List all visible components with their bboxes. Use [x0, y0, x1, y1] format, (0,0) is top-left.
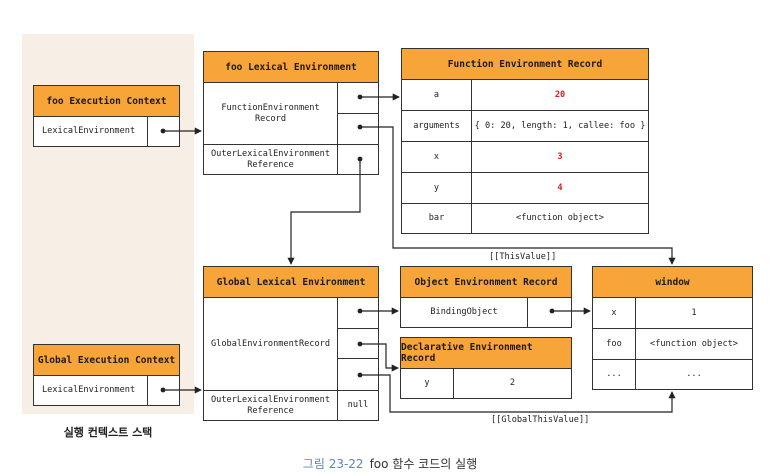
window-title: window: [593, 267, 752, 298]
record-row: y 4: [402, 173, 648, 204]
figure-number: 그림 23-22: [302, 457, 364, 471]
record-pointer-slot[interactable]: [338, 83, 378, 114]
record-key: x: [402, 142, 472, 172]
outer-lexical-environment-reference-field: OuterLexicalEnvironment Reference: [204, 391, 338, 420]
pointer-dot: [549, 308, 555, 314]
function-environment-record: Function Environment Record a 20 argumen…: [401, 48, 649, 234]
this-value-arrow: [360, 126, 676, 265]
record-row: bar <function object>: [402, 204, 648, 233]
object-record-pointer-slot[interactable]: [338, 298, 378, 329]
window-row: x 1: [593, 298, 752, 329]
window-key: ...: [593, 360, 636, 389]
global-execution-context-title: Global Execution Context: [34, 345, 179, 376]
figure-caption: 그림 23-22 foo 함수 코드의 실행: [0, 455, 780, 472]
global-environment-record-field: GlobalEnvironmentRecord: [204, 298, 338, 390]
declarative-record-pointer-slot[interactable]: [338, 329, 378, 360]
record-key: bar: [402, 204, 472, 233]
record-value: { 0: 20, length: 1, callee: foo }: [474, 120, 646, 131]
lexical-environment-field: LexicalEnvironment: [34, 117, 148, 146]
record-value: 3: [557, 151, 563, 162]
global-lexical-environment-title: Global Lexical Environment: [204, 267, 378, 298]
record-value: <function object>: [516, 213, 604, 224]
window-value: <function object>: [650, 338, 738, 349]
outer-reference-to-global-lexical-env-arrow: [287, 159, 361, 265]
window-row: ... ...: [593, 360, 752, 389]
record-value: 2: [509, 378, 516, 389]
foo-lexical-environment-title: foo Lexical Environment: [204, 52, 378, 83]
record-key: y: [402, 173, 472, 203]
lexical-environment-field: LexicalEnvironment: [34, 376, 148, 405]
record-key: y: [401, 369, 454, 398]
declarative-environment-record: Declarative Environment Record y 2: [400, 337, 572, 399]
foo-lexical-environment: foo Lexical Environment FunctionEnvironm…: [203, 51, 379, 175]
record-value: 20: [554, 89, 566, 100]
this-value-label: [[ThisValue]]: [489, 252, 557, 262]
record-key: arguments: [402, 111, 472, 141]
pointer-dot: [357, 308, 363, 314]
pointer-dot: [160, 387, 166, 393]
global-execution-context: Global Execution Context LexicalEnvironm…: [33, 344, 180, 406]
pointer-dot: [160, 128, 166, 134]
foo-execution-context: foo Execution Context LexicalEnvironment: [33, 85, 180, 147]
record-value: 4: [557, 182, 563, 193]
function-environment-record-title: Function Environment Record: [402, 49, 648, 80]
function-environment-record-field: FunctionEnvironment Record: [204, 83, 338, 144]
window-value: ...: [686, 369, 702, 380]
pointer-dot: [357, 94, 363, 100]
outer-reference-null-value: null: [347, 400, 369, 411]
record-row: arguments { 0: 20, length: 1, callee: fo…: [402, 111, 648, 142]
binding-object-field: BindingObject: [401, 298, 528, 327]
object-environment-record: Object Environment Record BindingObject: [400, 266, 572, 328]
record-row: a 20: [402, 80, 648, 111]
pointer-dot: [357, 124, 363, 130]
global-this-value-arrow: [360, 374, 676, 413]
execution-context-stack-caption: 실행 컨텍스트 스택: [63, 426, 153, 439]
window-value: 1: [691, 307, 697, 318]
record-row: x 3: [402, 142, 648, 173]
global-record-to-declarative-env-record-arrow: [360, 343, 399, 372]
pointer-dot: [357, 341, 363, 347]
global-this-value-label: [[GlobalThisValue]]: [491, 415, 590, 425]
window-key: foo: [593, 329, 636, 359]
pointer-dot: [357, 156, 363, 162]
window-row: foo <function object>: [593, 329, 752, 360]
foo-execution-context-title: foo Execution Context: [34, 86, 179, 117]
figure-title: foo 함수 코드의 실행: [369, 457, 478, 471]
record-key: a: [402, 80, 472, 110]
outer-lexical-environment-reference-field: OuterLexicalEnvironment Reference: [204, 145, 338, 174]
pointer-dot: [357, 372, 363, 378]
object-environment-record-title: Object Environment Record: [401, 267, 571, 298]
record-row: y 2: [401, 369, 571, 398]
declarative-environment-record-title: Declarative Environment Record: [401, 338, 571, 369]
window-key: x: [593, 298, 636, 328]
window-object: window x 1 foo <function object> ... ...: [592, 266, 753, 390]
